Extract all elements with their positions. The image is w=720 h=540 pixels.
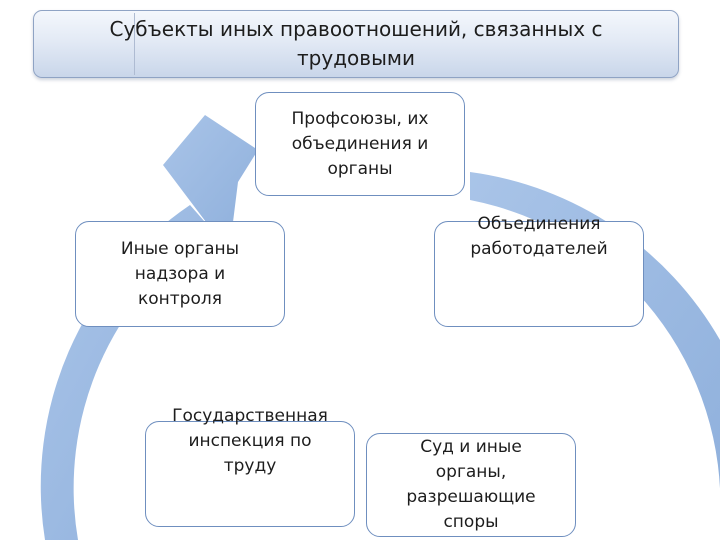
title-banner: Субъекты иных правоотношений, связанных … xyxy=(33,10,679,78)
node-other-supervision-bodies: Иные органы надзора и контроля xyxy=(75,221,285,327)
node-courts-label: Суд и иные органы, разрешающие споры xyxy=(406,437,536,532)
node-employers-label: Объединения работодателей xyxy=(470,214,608,259)
node-trade-unions-label: Профсоюзы, их объединения и органы xyxy=(291,108,429,179)
title-divider xyxy=(134,13,135,75)
arrow-head xyxy=(163,115,258,230)
node-courts-dispute-bodies: Суд и иные органы, разрешающие споры xyxy=(366,433,576,537)
node-state-labor-inspection: Государственная инспекция по труду xyxy=(145,406,355,527)
node-employers-associations: Объединения работодателей xyxy=(434,214,644,327)
node-inspection-label: Государственная инспекция по труду xyxy=(172,406,328,476)
node-other-supervision-label: Иные органы надзора и контроля xyxy=(120,238,240,309)
page-title: Субъекты иных правоотношений, связанных … xyxy=(109,17,603,70)
node-trade-unions: Профсоюзы, их объединения и органы xyxy=(255,92,465,196)
